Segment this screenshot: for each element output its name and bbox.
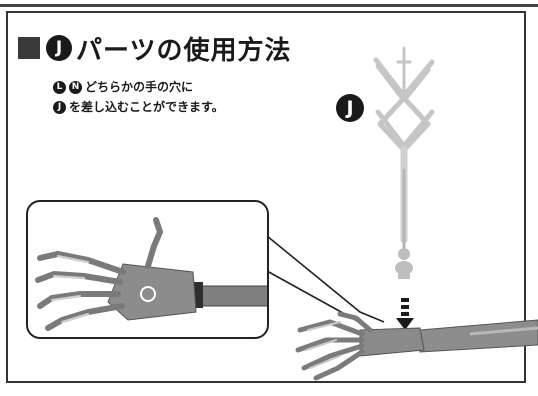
part-j-icon [373,46,435,252]
part-j-label: J [336,94,364,122]
instruction-line-2-text: を差し込むことができます。 [69,100,224,114]
closeup-hand-illustration [35,217,267,331]
instruction-line-2: J を差し込むことができます。 [53,97,224,117]
top-rule [0,4,538,7]
instructions: L N どちらかの手の穴に J を差し込むことができます。 [53,77,224,117]
title-part-badge: J [46,35,72,61]
instruction-line-1-text: どちらかの手の穴に [85,80,194,94]
closeup-inset [26,200,269,339]
part-j-peg-icon [395,248,413,279]
title-square-icon [18,37,40,59]
part-l-badge: L [53,80,66,94]
instruction-line-1: L N どちらかの手の穴に [53,77,224,97]
section-title: J パーツの使用方法 [18,28,291,68]
part-j-badge: J [53,100,66,114]
circle-marker-icon [140,286,156,302]
skeleton-hand-illustration [295,311,538,381]
title-text: パーツの使用方法 [76,35,292,66]
dashed-down-arrow-icon [396,298,414,330]
callout-lines [266,235,385,333]
part-n-badge: N [69,80,82,94]
